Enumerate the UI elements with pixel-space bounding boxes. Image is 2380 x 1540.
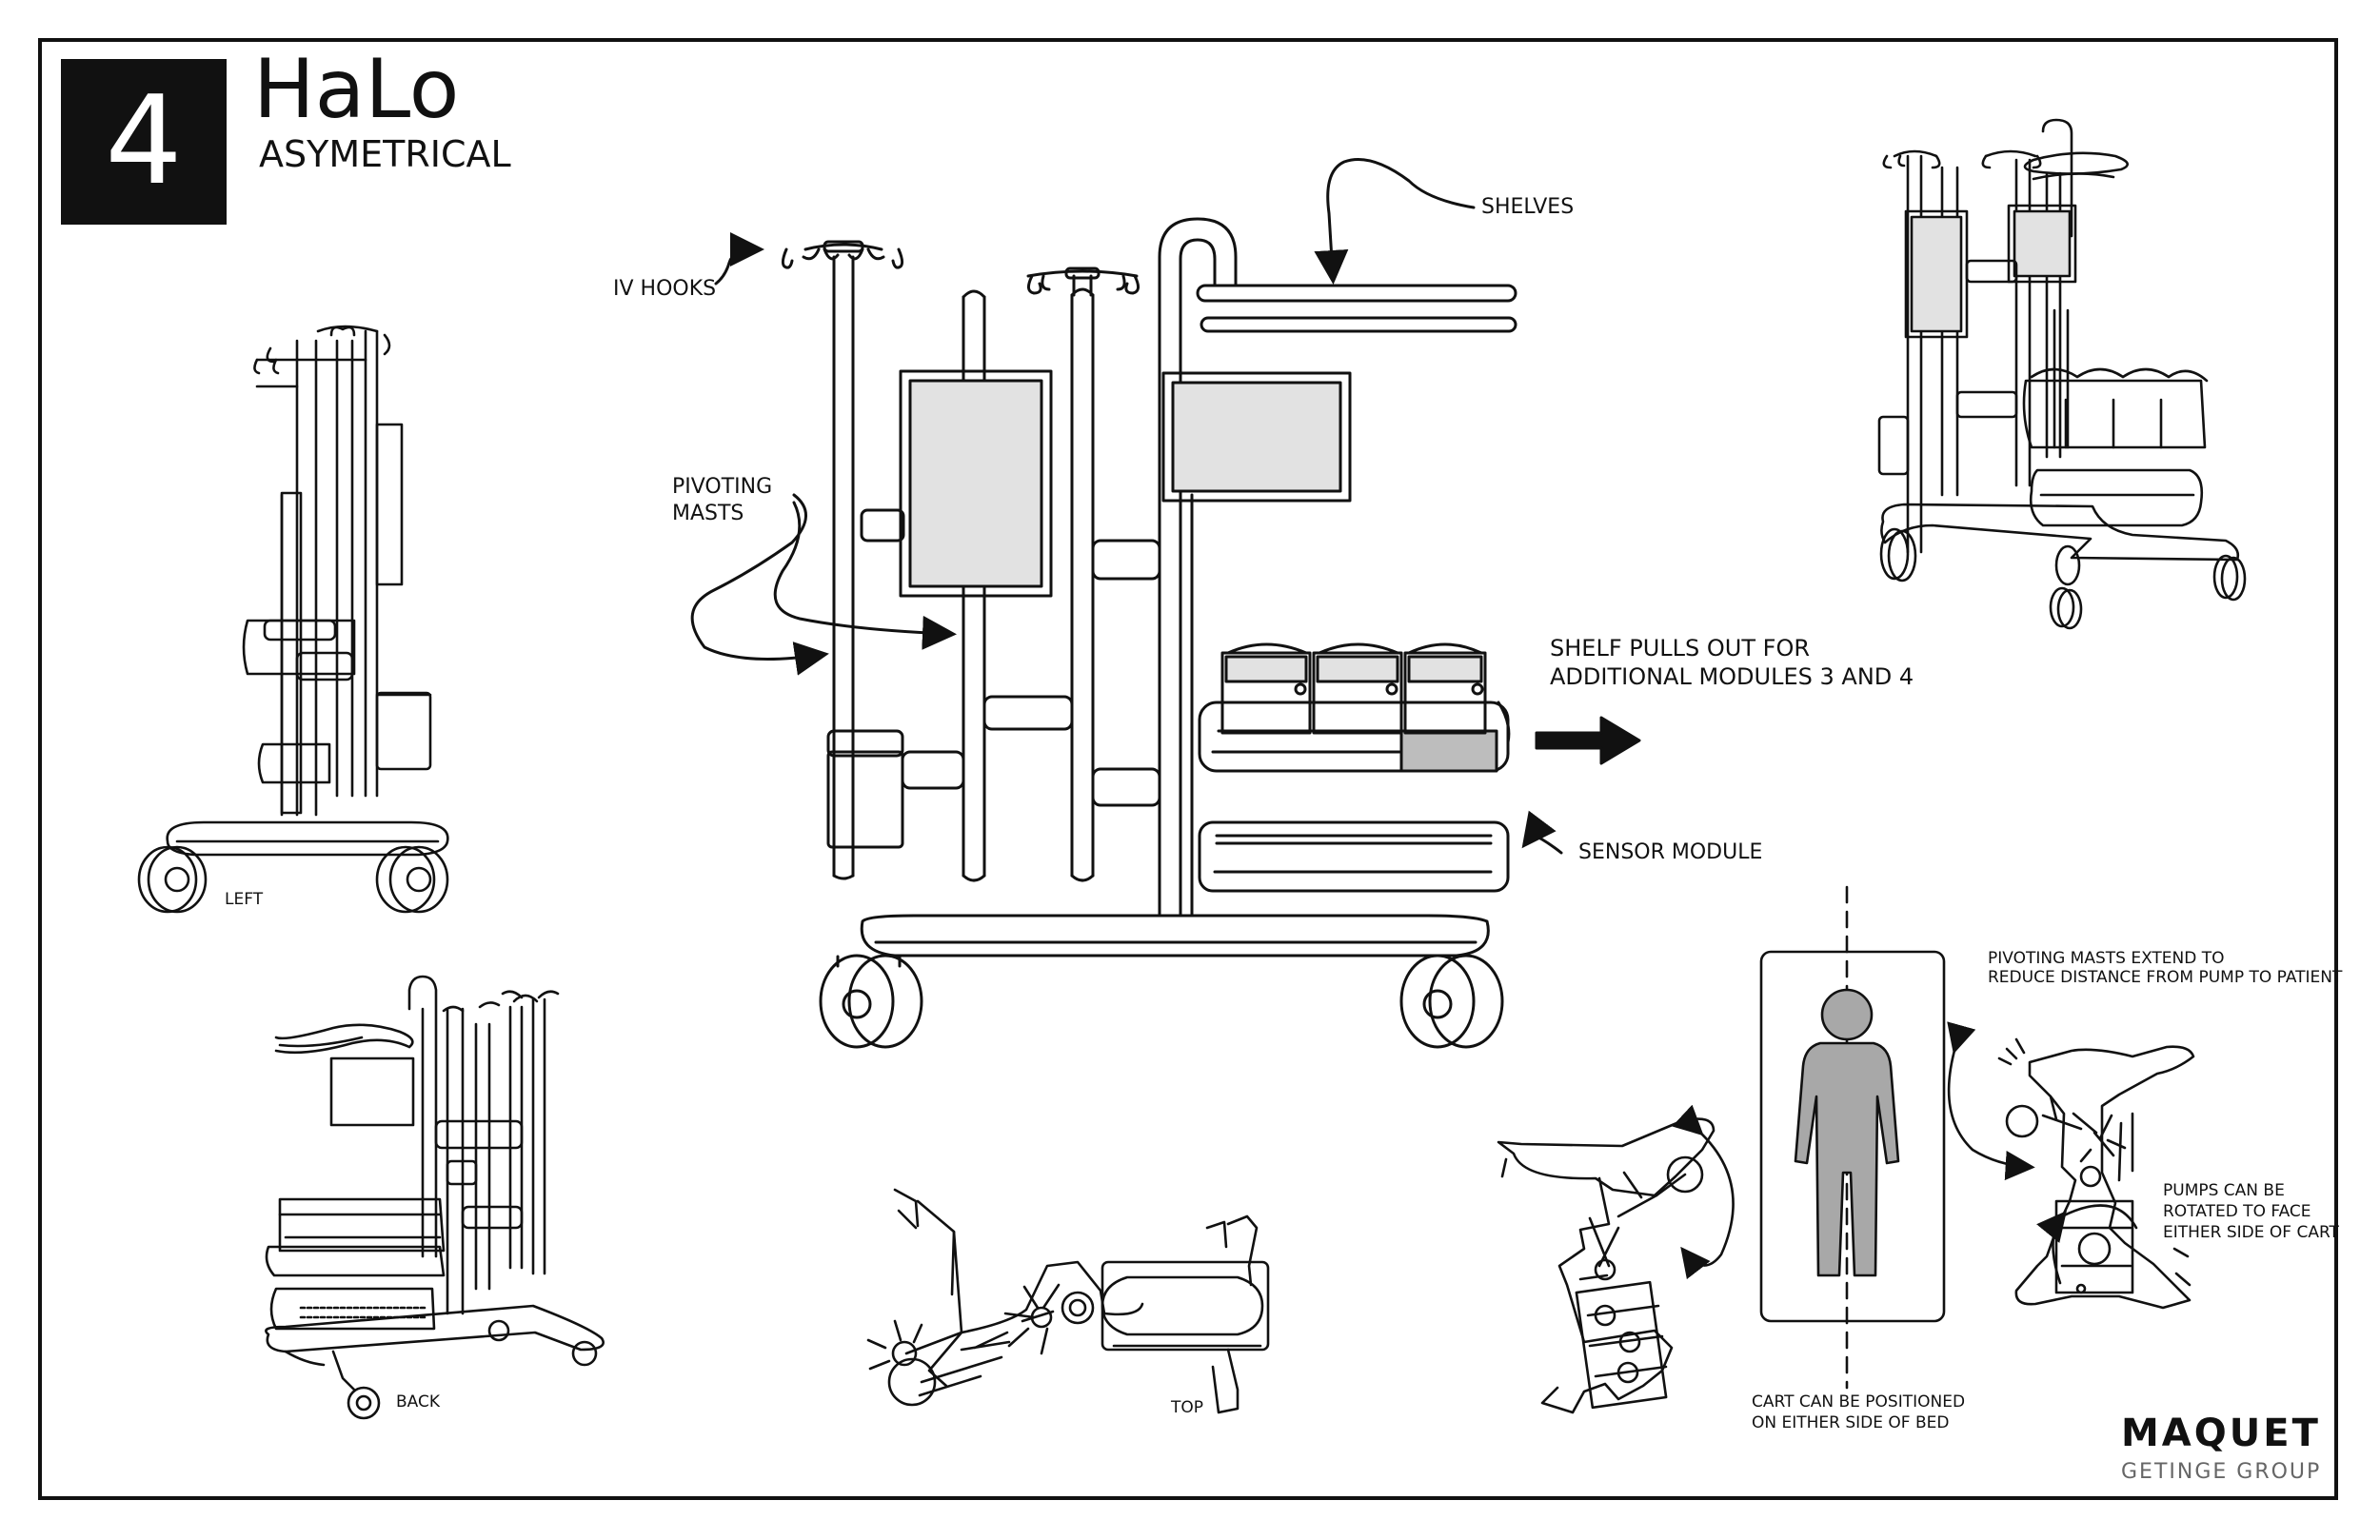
label-shelves: SHELVES — [1481, 195, 1575, 219]
label-left-view: LEFT — [225, 890, 264, 909]
bed-cart-left — [1497, 1117, 1716, 1414]
front-wheel-left — [819, 954, 923, 1049]
back-view-cart — [265, 975, 605, 1420]
pump-modules — [1198, 642, 1511, 773]
label-iv-hooks: IV HOOKS — [613, 277, 717, 301]
label-sensor-module: SENSOR MODULE — [1578, 840, 1763, 864]
label-pumps-rotated-1: PUMPS CAN BE — [2163, 1181, 2285, 1200]
label-shelf-pulls-2: ADDITIONAL MODULES 3 AND 4 — [1550, 663, 1914, 690]
label-top-view: TOP — [1171, 1398, 1204, 1417]
label-pivoting-masts-1: PIVOTING — [672, 475, 773, 499]
shelves — [1196, 284, 1517, 333]
monitor-left — [899, 369, 1053, 598]
patient-figure — [1794, 988, 1900, 1277]
left-view-cart — [137, 325, 449, 914]
brand-group: GETINGE GROUP — [2121, 1460, 2322, 1484]
front-wheel-right — [1399, 954, 1504, 1049]
iv-hook-group-right — [1026, 267, 1140, 295]
leader-lines — [690, 158, 1563, 855]
perspective-cart — [1877, 118, 2247, 630]
page-subtitle: ASYMETRICAL — [259, 133, 511, 175]
label-cart-positioned-1: CART CAN BE POSITIONED — [1752, 1392, 1966, 1412]
label-back-view: BACK — [396, 1392, 441, 1412]
top-view-cart — [866, 1188, 1270, 1414]
bed-cart-right — [1997, 1037, 2195, 1310]
drawing-frame — [38, 38, 2338, 1500]
label-masts-extend-1: PIVOTING MASTS EXTEND TO — [1988, 949, 2225, 968]
label-masts-extend-2: REDUCE DISTANCE FROM PUMP TO PATIENT — [1988, 968, 2343, 987]
front-view-cart — [781, 217, 1641, 1049]
page-title: HaLo — [253, 42, 460, 137]
label-pumps-rotated-3: EITHER SIDE OF CART — [2163, 1223, 2339, 1242]
bed-diagram — [1497, 885, 2195, 1414]
label-pumps-rotated-2: ROTATED TO FACE — [2163, 1202, 2311, 1221]
iv-hook-group-left — [781, 240, 904, 269]
sheet-number: 4 — [61, 59, 227, 225]
sensor-module — [1198, 820, 1510, 893]
brand-logo: MAQUET — [2121, 1412, 2321, 1455]
monitor-right — [1161, 371, 1352, 503]
label-cart-positioned-2: ON EITHER SIDE OF BED — [1752, 1413, 1950, 1432]
label-pivoting-masts-2: MASTS — [672, 502, 744, 525]
label-shelf-pulls-1: SHELF PULLS OUT FOR — [1550, 635, 1811, 661]
